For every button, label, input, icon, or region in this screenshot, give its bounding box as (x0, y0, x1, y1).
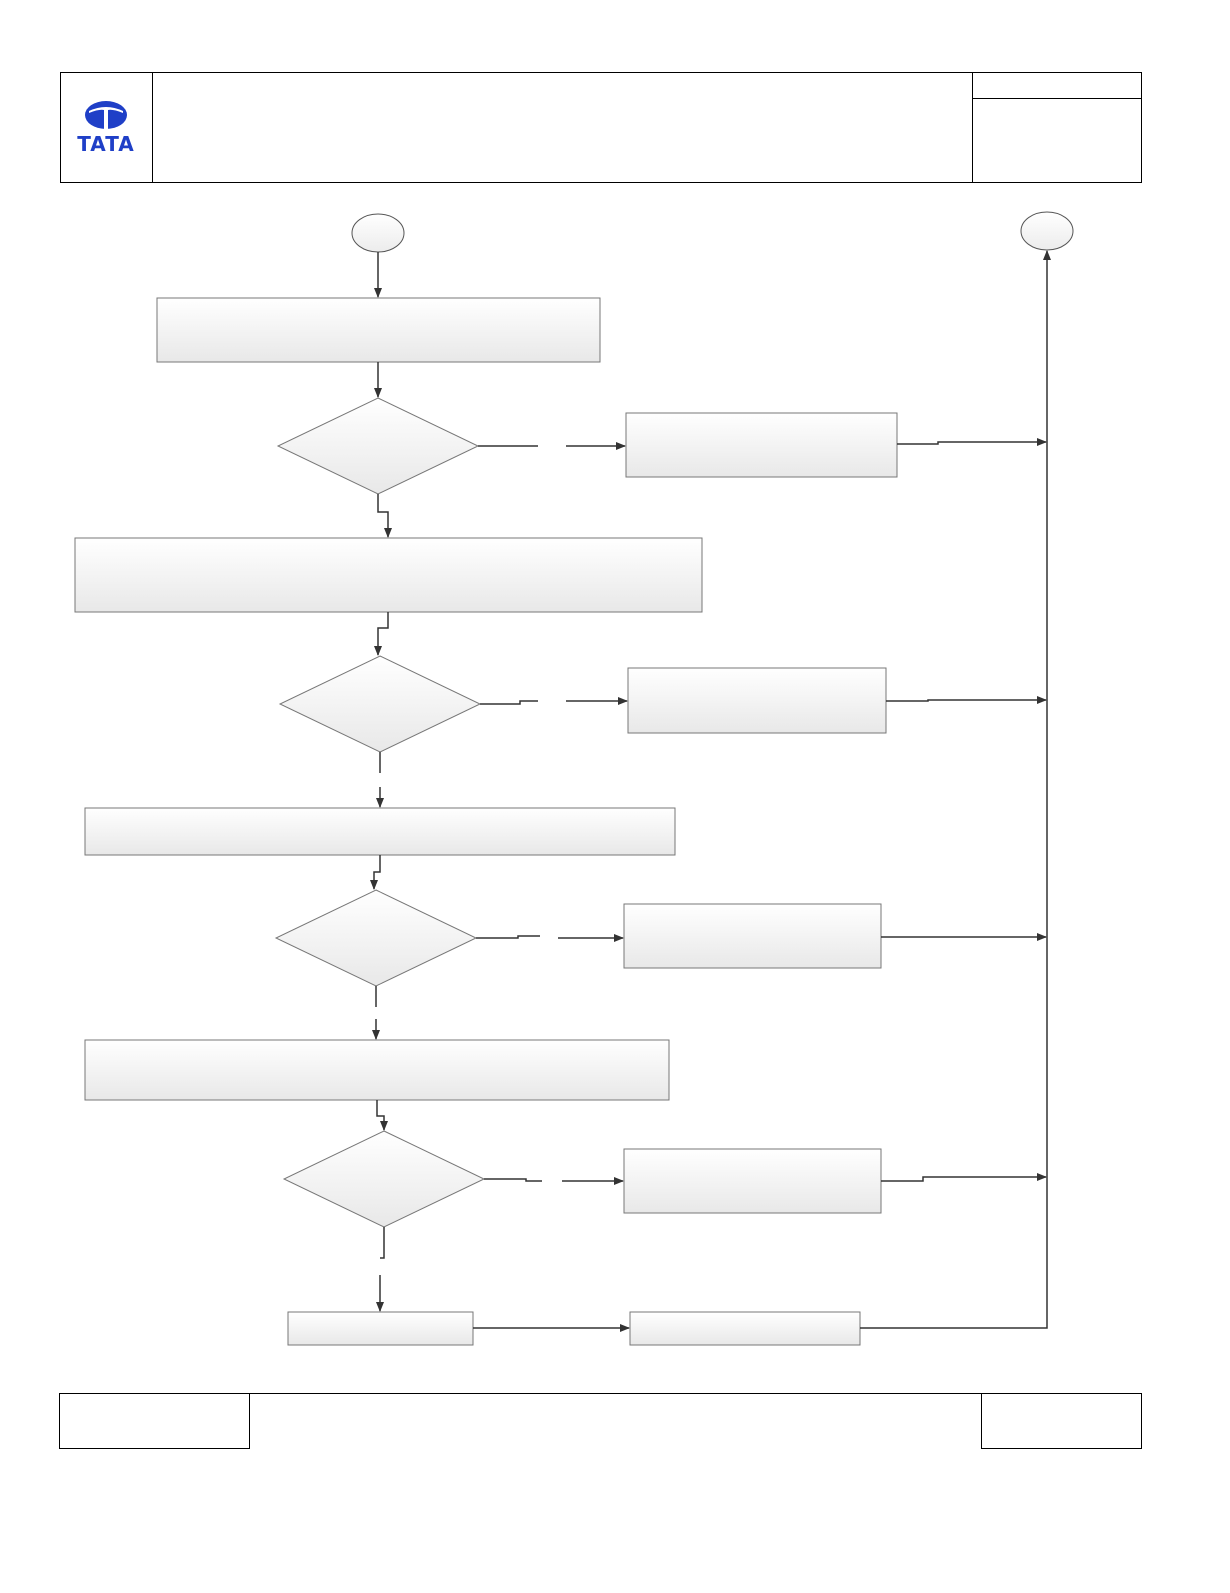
side-box-1 (625, 412, 898, 478)
footer-center-line (249, 1393, 982, 1394)
decision-2 (278, 655, 482, 753)
process-box-5 (287, 1311, 474, 1346)
process-box-1 (156, 297, 601, 363)
main-flow-connectors (370, 252, 392, 1312)
header-title-cell (152, 72, 973, 183)
branch-connectors (473, 442, 630, 1332)
process-box-3 (84, 807, 676, 856)
logo-text: TATA (77, 131, 135, 156)
end-terminator (1020, 211, 1074, 251)
decision-4 (282, 1130, 486, 1228)
process-box-6 (629, 1311, 861, 1346)
start-terminator (351, 213, 405, 253)
process-box-2 (74, 537, 703, 613)
return-connectors (860, 250, 1051, 1329)
tata-emblem-icon (85, 100, 127, 129)
footer-left-cell (59, 1393, 250, 1449)
side-box-2 (627, 667, 887, 734)
process-box-4 (84, 1039, 670, 1101)
side-box-4 (623, 1148, 882, 1214)
decision-3 (274, 889, 478, 987)
side-box-3 (623, 903, 882, 969)
tata-logo: TATA (60, 72, 152, 183)
footer-right-cell (981, 1393, 1142, 1449)
decision-1 (276, 397, 480, 495)
header-doc-revision-cell (972, 98, 1142, 183)
